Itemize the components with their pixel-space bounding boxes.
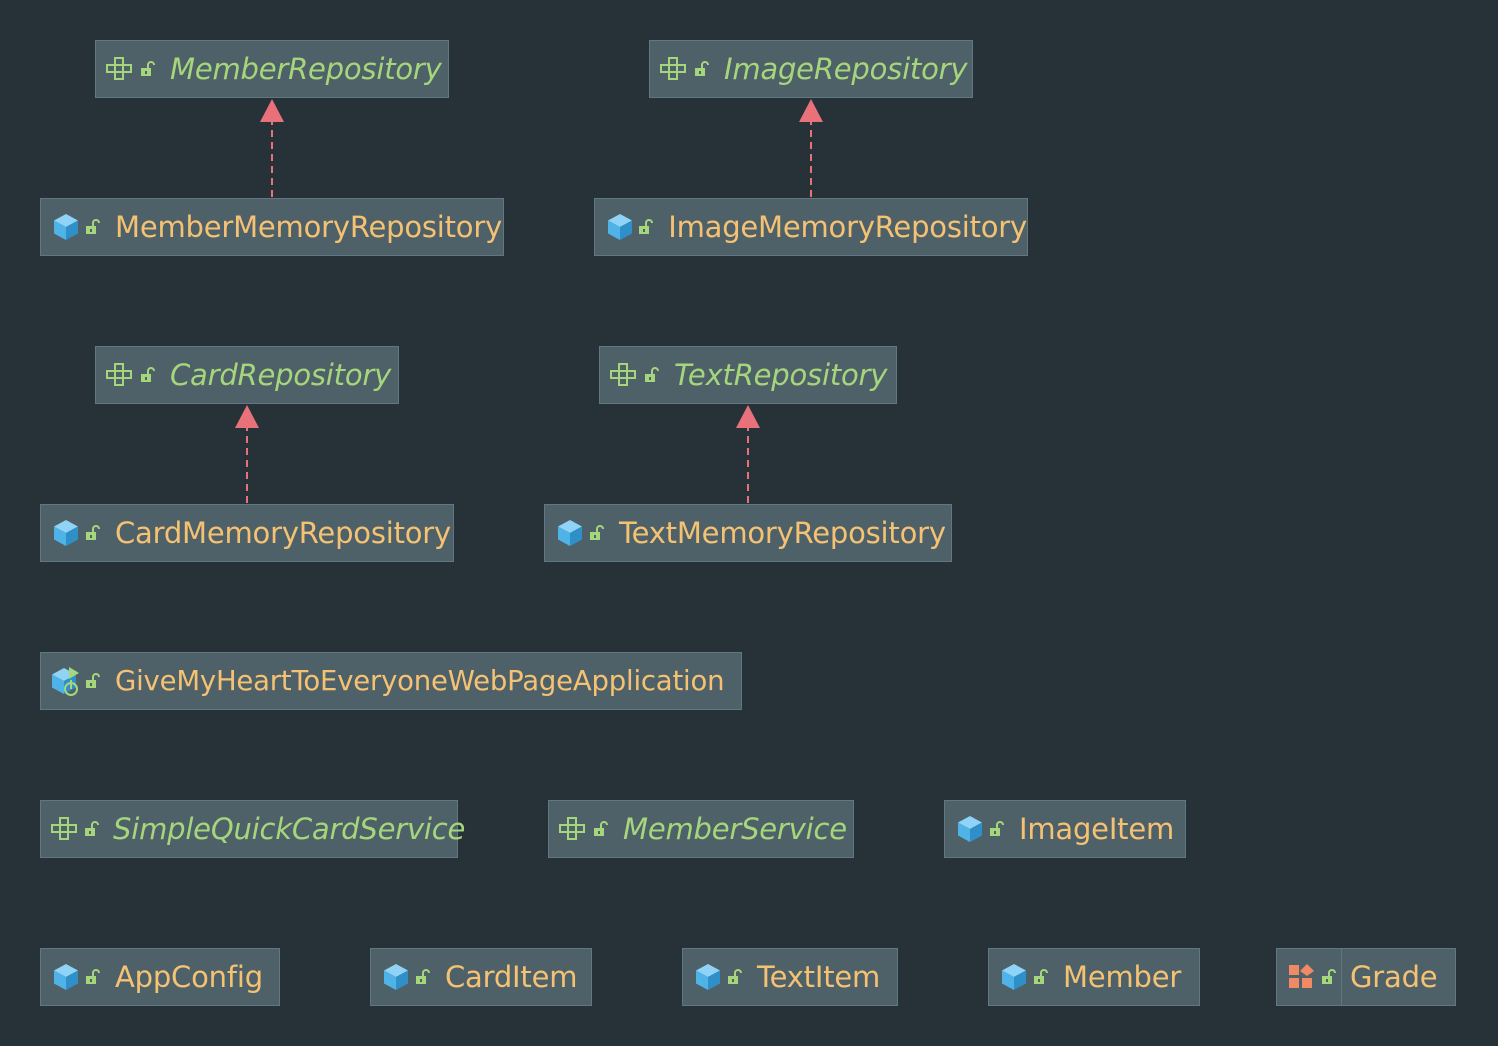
class-icon	[381, 962, 411, 992]
public-lock-icon	[85, 967, 101, 987]
node-label: TextRepository	[674, 358, 888, 392]
node-label: CardRepository	[170, 358, 392, 392]
public-lock-icon	[694, 59, 710, 79]
node-label: Grade	[1350, 960, 1438, 994]
edge-member-memory-to-member-repository	[260, 99, 284, 197]
public-lock-icon	[140, 365, 156, 385]
node-label: MemberMemoryRepository	[115, 210, 503, 244]
node-label: ImageRepository	[724, 52, 968, 86]
header-divider	[1341, 949, 1342, 1005]
public-lock-icon	[140, 59, 156, 79]
class-icon	[51, 212, 81, 242]
class-icon	[605, 212, 634, 242]
public-lock-icon	[589, 523, 605, 543]
node-simple-quick-card-service[interactable]: SimpleQuickCardService	[40, 800, 465, 858]
public-lock-icon	[85, 671, 101, 691]
node-image-item[interactable]: ImageItem	[944, 800, 1186, 858]
node-label: ImageItem	[1019, 812, 1175, 846]
public-lock-icon	[85, 819, 99, 839]
edge-card-memory-to-card-repository	[235, 405, 259, 503]
node-label: SimpleQuickCardService	[113, 812, 466, 846]
node-label: Member	[1063, 960, 1182, 994]
public-lock-icon	[415, 967, 431, 987]
node-member[interactable]: Member	[988, 948, 1200, 1006]
node-label: AppConfig	[115, 960, 263, 994]
node-text-memory-repository[interactable]: TextMemoryRepository	[544, 504, 952, 562]
node-label: GiveMyHeartToEveryoneWebPageApplication	[115, 665, 725, 697]
interface-icon	[106, 54, 136, 84]
interface-icon	[106, 360, 136, 390]
class-icon	[51, 518, 81, 548]
node-label: CardMemoryRepository	[115, 516, 451, 550]
public-lock-icon	[85, 523, 101, 543]
public-lock-icon	[1033, 967, 1049, 987]
node-app-config[interactable]: AppConfig	[40, 948, 280, 1006]
class-icon	[555, 518, 585, 548]
public-lock-icon	[85, 217, 101, 237]
node-label: MemberRepository	[170, 52, 442, 86]
node-member-service[interactable]: MemberService	[548, 800, 854, 858]
node-label: CardItem	[445, 960, 578, 994]
node-label: ImageMemoryRepository	[668, 210, 1027, 244]
node-label: TextItem	[757, 960, 881, 994]
node-label: TextMemoryRepository	[619, 516, 946, 550]
node-text-repository[interactable]: TextRepository	[599, 346, 897, 404]
public-lock-icon	[1321, 967, 1337, 987]
node-card-memory-repository[interactable]: CardMemoryRepository	[40, 504, 454, 562]
public-lock-icon	[644, 365, 660, 385]
interface-icon	[660, 54, 690, 84]
class-icon	[693, 962, 723, 992]
class-icon	[955, 814, 985, 844]
application-class-icon	[51, 666, 81, 696]
node-text-item[interactable]: TextItem	[682, 948, 898, 1006]
edge-text-memory-to-text-repository	[736, 405, 760, 503]
node-grade[interactable]: Grade	[1276, 948, 1456, 1006]
node-image-repository[interactable]: ImageRepository	[649, 40, 973, 98]
interface-icon	[51, 814, 81, 844]
public-lock-icon	[638, 217, 654, 237]
node-member-memory-repository[interactable]: MemberMemoryRepository	[40, 198, 504, 256]
node-label: MemberService	[623, 812, 847, 846]
class-icon	[999, 962, 1029, 992]
public-lock-icon	[989, 819, 1005, 839]
edge-image-memory-to-image-repository	[799, 99, 823, 197]
interface-icon	[559, 814, 589, 844]
enum-icon	[1287, 962, 1317, 992]
node-card-item[interactable]: CardItem	[370, 948, 592, 1006]
class-icon	[51, 962, 81, 992]
interface-icon	[610, 360, 640, 390]
node-card-repository[interactable]: CardRepository	[95, 346, 399, 404]
node-image-memory-repository[interactable]: ImageMemoryRepository	[594, 198, 1028, 256]
public-lock-icon	[593, 819, 609, 839]
node-application[interactable]: GiveMyHeartToEveryoneWebPageApplication	[40, 652, 742, 710]
public-lock-icon	[727, 967, 743, 987]
node-member-repository[interactable]: MemberRepository	[95, 40, 449, 98]
